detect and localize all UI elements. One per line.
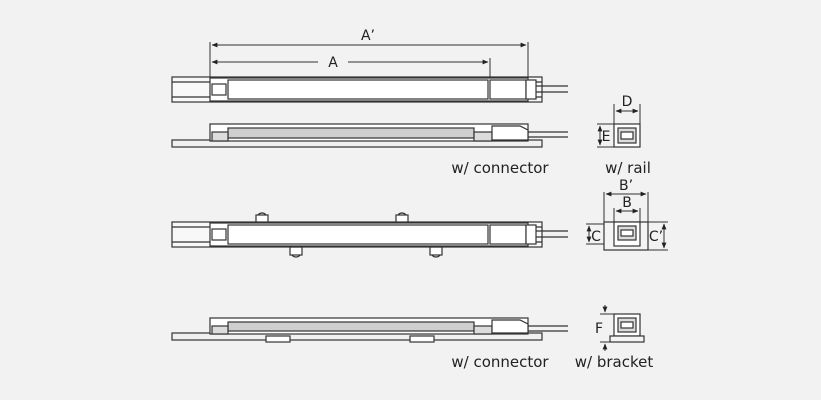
fixture-side-view-connector [171, 123, 568, 148]
caption-with-connector-1: w/ connector [451, 159, 549, 177]
label-c: C [591, 229, 601, 245]
cross-section-bracket-top [603, 221, 649, 251]
dimension-b-prime [603, 191, 649, 222]
dimension-b [613, 208, 641, 222]
fixture-top-view-brackets [171, 212, 568, 258]
label-a-prime: A’ [361, 28, 375, 44]
dimension-c-prime [648, 221, 668, 251]
cross-section-rail [613, 123, 641, 148]
caption-with-connector-2: w/ connector [451, 353, 549, 371]
fixture-side-view-brackets [171, 317, 568, 343]
label-e: E [602, 129, 611, 145]
label-b: B [622, 195, 632, 211]
caption-with-bracket: w/ bracket [575, 353, 654, 371]
label-c-prime: C’ [649, 229, 663, 245]
cross-section-bracket-side [609, 313, 645, 343]
fixture-top-view [171, 76, 568, 103]
dimension-d [613, 104, 641, 124]
label-f: F [595, 321, 603, 337]
label-a: A [328, 55, 338, 71]
dimension-a [211, 58, 491, 80]
label-b-prime: B’ [619, 178, 633, 194]
caption-with-rail: w/ rail [605, 159, 651, 177]
label-d: D [622, 94, 633, 110]
dimension-c [586, 223, 604, 245]
dimension-e [597, 123, 614, 148]
